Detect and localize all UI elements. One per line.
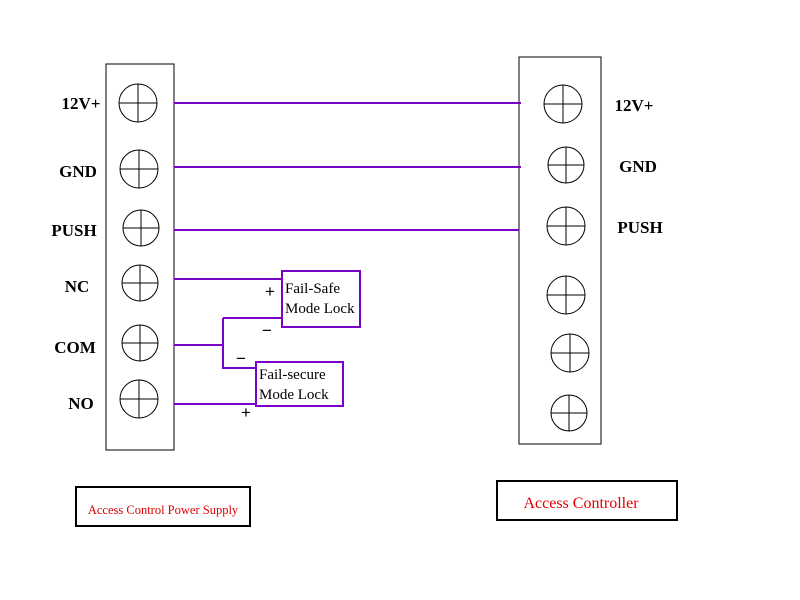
- screw-icon: [118, 83, 158, 123]
- fail-safe-line1: Fail-Safe: [285, 281, 340, 297]
- screw-icon: [119, 379, 159, 419]
- screw-icon: [122, 209, 160, 247]
- screw-icon: [550, 394, 588, 432]
- ps-label-com: COM: [54, 338, 96, 357]
- fail-safe-plus: +: [265, 282, 275, 301]
- screw-icon: [121, 264, 159, 302]
- screw-icon: [546, 275, 586, 315]
- fail-secure-lock-box: [255, 361, 344, 407]
- power-supply-terminal-block: [105, 63, 175, 451]
- fail-safe-lock-box: [281, 270, 361, 328]
- fail-safe-minus: −: [262, 321, 272, 340]
- power-supply-screws: [118, 83, 160, 419]
- power-supply-caption: Access Control Power Supply: [88, 503, 239, 517]
- fail-secure-minus: −: [236, 349, 246, 368]
- screw-icon: [547, 146, 585, 184]
- screw-icon: [550, 333, 590, 373]
- fail-secure-plus: +: [241, 403, 251, 422]
- ps-label-gnd: GND: [59, 162, 97, 181]
- ps-label-12v: 12V+: [62, 94, 101, 113]
- ps-label-nc: NC: [65, 277, 90, 296]
- ps-label-push: PUSH: [51, 221, 96, 240]
- ps-label-no: NO: [68, 394, 94, 413]
- screw-icon: [546, 206, 586, 246]
- wires: [174, 102, 521, 405]
- controller-caption: Access Controller: [523, 495, 639, 512]
- ctrl-label-12v: 12V+: [615, 96, 654, 115]
- fail-secure-line2: Mode Lock: [259, 387, 329, 403]
- ctrl-label-push: PUSH: [617, 218, 662, 237]
- screw-icon: [121, 324, 159, 362]
- wire-com-branch: [222, 318, 256, 369]
- fail-safe-line2: Mode Lock: [285, 301, 355, 317]
- screw-icon: [543, 84, 583, 124]
- screw-icon: [119, 149, 159, 189]
- controller-caption-box: [496, 480, 678, 521]
- power-supply-caption-box: [75, 486, 251, 527]
- ctrl-label-gnd: GND: [619, 157, 657, 176]
- controller-screws: [543, 84, 590, 432]
- fail-secure-line1: Fail-secure: [259, 367, 326, 383]
- controller-terminal-block: [518, 56, 602, 445]
